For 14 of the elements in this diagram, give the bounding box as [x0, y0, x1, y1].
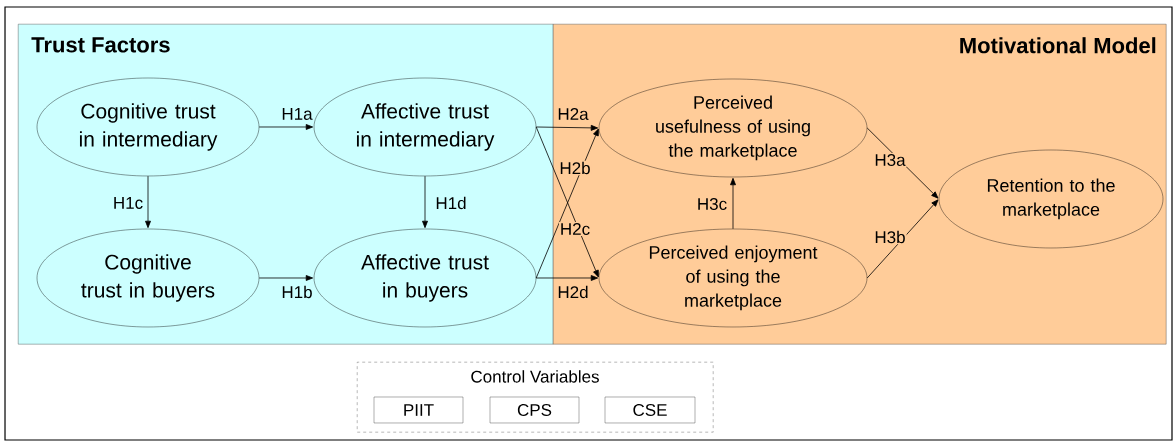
- arrow: [730, 177, 736, 230]
- arrow: [145, 175, 151, 229]
- arrow: [258, 275, 314, 281]
- edge-label: H1c: [111, 196, 145, 210]
- arrow: [422, 175, 428, 229]
- arrow: [866, 127, 939, 199]
- variable-box: CPS: [489, 396, 580, 424]
- variable-box: CSE: [604, 396, 696, 424]
- arrow: [535, 275, 599, 281]
- arrow: [535, 124, 599, 131]
- arrow: [258, 124, 314, 130]
- arrow: [866, 199, 939, 279]
- edge-label: H1a: [280, 107, 314, 121]
- variable-box: PIIT: [373, 396, 464, 424]
